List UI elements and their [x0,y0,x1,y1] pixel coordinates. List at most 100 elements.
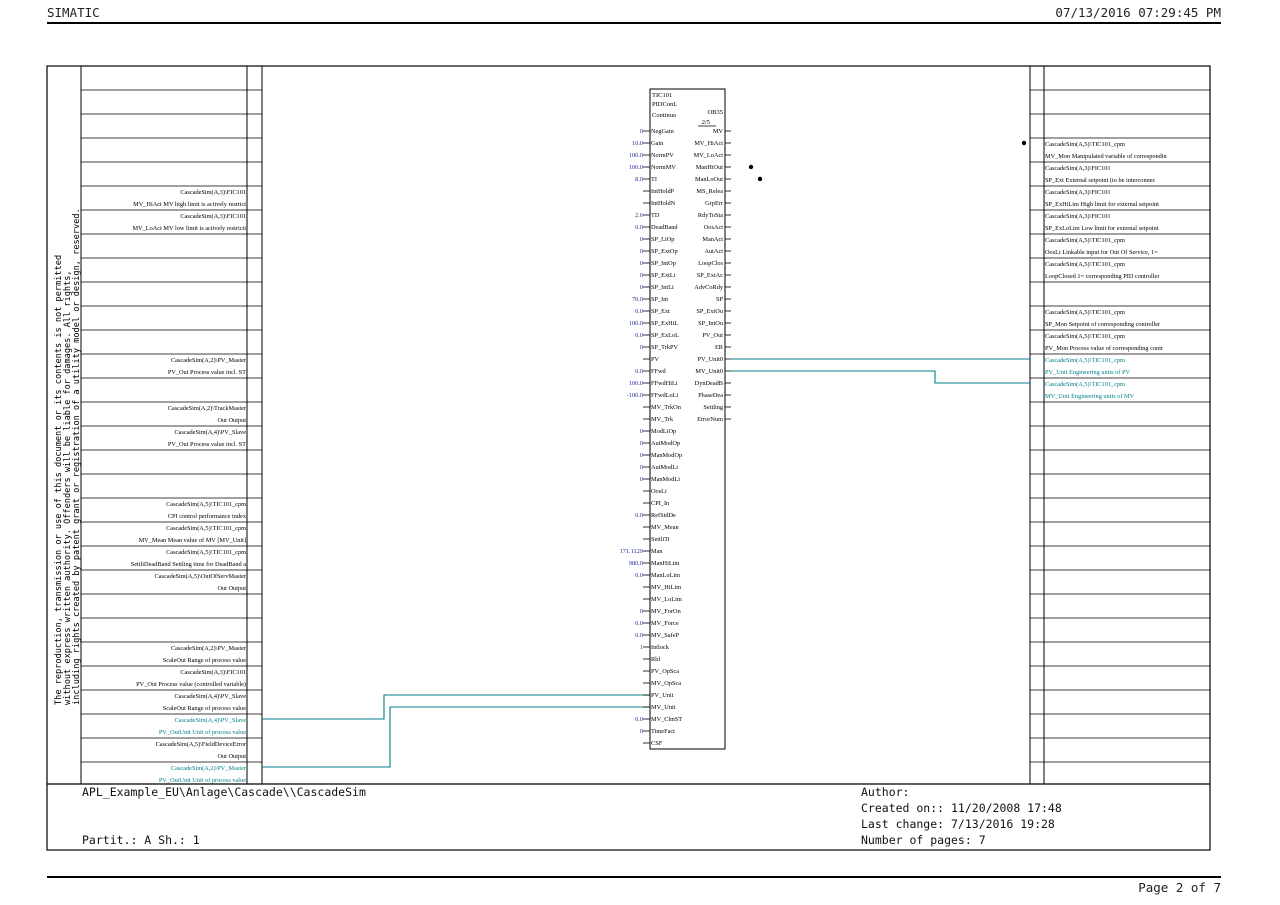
input-pin-label[interactable]: TimeFact [651,728,675,735]
left-ref-source[interactable]: CascadeSim(A,5)\OutOfServMaster [155,573,247,580]
input-pin-value[interactable]: 0.0 [635,308,643,315]
output-pin-label[interactable]: ManAct [702,236,723,243]
output-pin-label[interactable]: DynDeadB [695,380,723,387]
left-ref-source[interactable]: CascadeSim(A,3)\FIC101 [180,213,246,220]
input-pin-value[interactable]: 100.0 [629,320,643,327]
output-pin-label[interactable]: ManHiOut [696,164,724,171]
output-pin-label[interactable]: OosAct [704,224,723,231]
output-pin-label[interactable]: SP [716,296,724,303]
input-pin-label[interactable]: NormMV [651,164,676,171]
input-pin-label[interactable]: MV_LoLim [651,596,682,603]
input-pin-label[interactable]: SP_LiOp [651,236,674,243]
right-ref-target[interactable]: CascadeSim(A,5)\TIC101_cpm [1045,357,1125,364]
input-pin-label[interactable]: MV_Force [651,620,679,627]
output-pin-label[interactable]: MV_HiAct [694,140,723,147]
block-body[interactable] [649,88,726,750]
input-pin-label[interactable]: Rbl [651,656,660,663]
input-pin-value[interactable]: 0 [640,428,643,435]
right-ref-target[interactable]: CascadeSim(A,5)\TIC101_cpm [1045,333,1125,340]
left-ref-source[interactable]: CascadeSim(A,5)\TIC101_cpm [166,549,246,556]
function-block-tic101[interactable]: TIC101 PIDConL Continuo OB35 2/5 NegGain… [620,88,731,750]
input-pin-label[interactable]: TI [651,176,657,183]
output-pin-label[interactable]: MV_Unit0 [695,368,723,375]
left-ref-source[interactable]: CascadeSim(A,3)\FIC101 [180,189,246,196]
left-ref-source[interactable]: CascadeSim(A,5)\TIC101_cpm [166,501,246,508]
input-pin-value[interactable]: 0 [640,272,643,279]
input-pin-value[interactable]: 0 [640,236,643,243]
output-pin-label[interactable]: AdvCoRdy [694,284,724,291]
input-pin-label[interactable]: MV_Unit [651,704,676,711]
output-pin-label[interactable]: MV [713,128,724,135]
right-ref-target[interactable]: CascadeSim(A,5)\TIC101_cpm [1045,381,1125,388]
right-ref-target[interactable]: CascadeSim(A,3)\FIC101 [1045,165,1111,172]
right-ref-target[interactable]: CascadeSim(A,3)\FIC101 [1045,189,1111,196]
left-ref-source[interactable]: CascadeSim(A,4)\PV_Slave [174,693,246,700]
left-ref-source[interactable]: CascadeSim(A,3)\FIC101 [180,669,246,676]
input-pin-label[interactable]: PV_Unit [651,692,674,699]
input-pin-value[interactable]: 0 [640,476,643,483]
input-pin-value[interactable]: 70.0 [632,296,643,303]
input-pin-label[interactable]: ModLiOp [651,428,676,435]
input-pin-value[interactable]: 0.0 [635,512,643,519]
input-pin-value[interactable]: 1 [640,644,643,651]
input-pin-label[interactable]: AutModOp [651,440,680,447]
input-pin-label[interactable]: AutModLi [651,464,678,471]
output-pin-label[interactable]: SP_IntOu [698,320,724,327]
input-pin-value[interactable]: 100.0 [629,152,643,159]
input-pin-label[interactable]: PV [651,356,660,363]
input-pin-value[interactable]: 0 [640,260,643,267]
input-pin-value[interactable]: 100.0 [629,380,643,387]
input-pin-label[interactable]: IntHoldP [651,188,675,195]
input-pin-label[interactable]: MV_HiLim [651,584,681,591]
input-pin-label[interactable]: ManModLi [651,476,680,483]
input-pin-label[interactable]: TD [651,212,660,219]
input-pin-value[interactable]: 0 [640,128,643,135]
output-pin-label[interactable]: RdyToSta [698,212,723,219]
input-pin-value[interactable]: 0 [640,608,643,615]
input-pin-value[interactable]: 2.6 [635,212,643,219]
input-pin-label[interactable]: MV_Trk [651,416,674,423]
input-pin-label[interactable]: FFwdHiLi [651,380,678,387]
input-pin-value[interactable]: -100.0 [627,392,643,399]
input-pin-value[interactable]: 0.0 [635,716,643,723]
output-pin-label[interactable]: Settling [703,404,723,411]
input-pin-value[interactable]: 0.0 [635,632,643,639]
input-pin-label[interactable]: PV_OpSca [651,668,679,675]
right-ref-target[interactable]: CascadeSim(A,5)\TIC101_cpm [1045,309,1125,316]
input-pin-value[interactable]: 980.0 [629,560,643,567]
input-pin-label[interactable]: RefStdDe [651,512,676,519]
input-pin-label[interactable]: Intlock [651,644,670,651]
input-pin-label[interactable]: OosLi [651,488,667,495]
output-pin-label[interactable]: PV_Unit0 [697,356,723,363]
input-pin-label[interactable]: SP_IntLi [651,284,674,291]
input-pin-label[interactable]: MV_ForOn [651,608,682,615]
input-pin-value[interactable]: 8.0 [635,176,643,183]
input-pin-label[interactable]: SP_IntOp [651,260,676,267]
input-pin-label[interactable]: MV_TrkOn [651,404,682,411]
input-pin-label[interactable]: IntHoldN [651,200,676,207]
output-pin-label[interactable]: ErrorNum [697,416,723,423]
input-pin-value[interactable]: 0.0 [635,572,643,579]
input-pin-value[interactable]: 0.0 [635,368,643,375]
input-pin-value[interactable]: 0.0 [635,332,643,339]
output-pin-label[interactable]: ManLoOut [695,176,723,183]
input-pin-label[interactable]: MV_OpSca [651,680,681,687]
input-pin-label[interactable]: ManLoLim [651,572,680,579]
output-pin-label[interactable]: GrpErr [705,200,724,207]
left-ref-source[interactable]: CascadeSim(A,4)\PV_Slave [174,429,246,436]
input-pin-label[interactable]: SP_Ext [651,308,670,315]
input-pin-value[interactable]: 0.0 [635,620,643,627]
input-pin-value[interactable]: 100.0 [629,164,643,171]
right-ref-target[interactable]: CascadeSim(A,5)\TIC101_cpm [1045,141,1125,148]
input-pin-label[interactable]: Gain [651,140,664,147]
input-pin-label[interactable]: SettliTi [651,536,670,543]
input-pin-value[interactable]: 10.0 [632,140,643,147]
output-pin-label[interactable]: MS_Relea [696,188,723,195]
input-pin-label[interactable]: SP_Int [651,296,668,303]
output-pin-label[interactable]: AutAct [704,248,723,255]
left-ref-source[interactable]: CascadeSim(A,2)\TrackMaster [168,405,247,412]
right-ref-target[interactable]: CascadeSim(A,3)\FIC101 [1045,213,1111,220]
input-pin-label[interactable]: ManModOp [651,452,682,459]
input-pin-label[interactable]: CPI_In [651,500,670,507]
input-pin-value[interactable]: 0 [640,452,643,459]
